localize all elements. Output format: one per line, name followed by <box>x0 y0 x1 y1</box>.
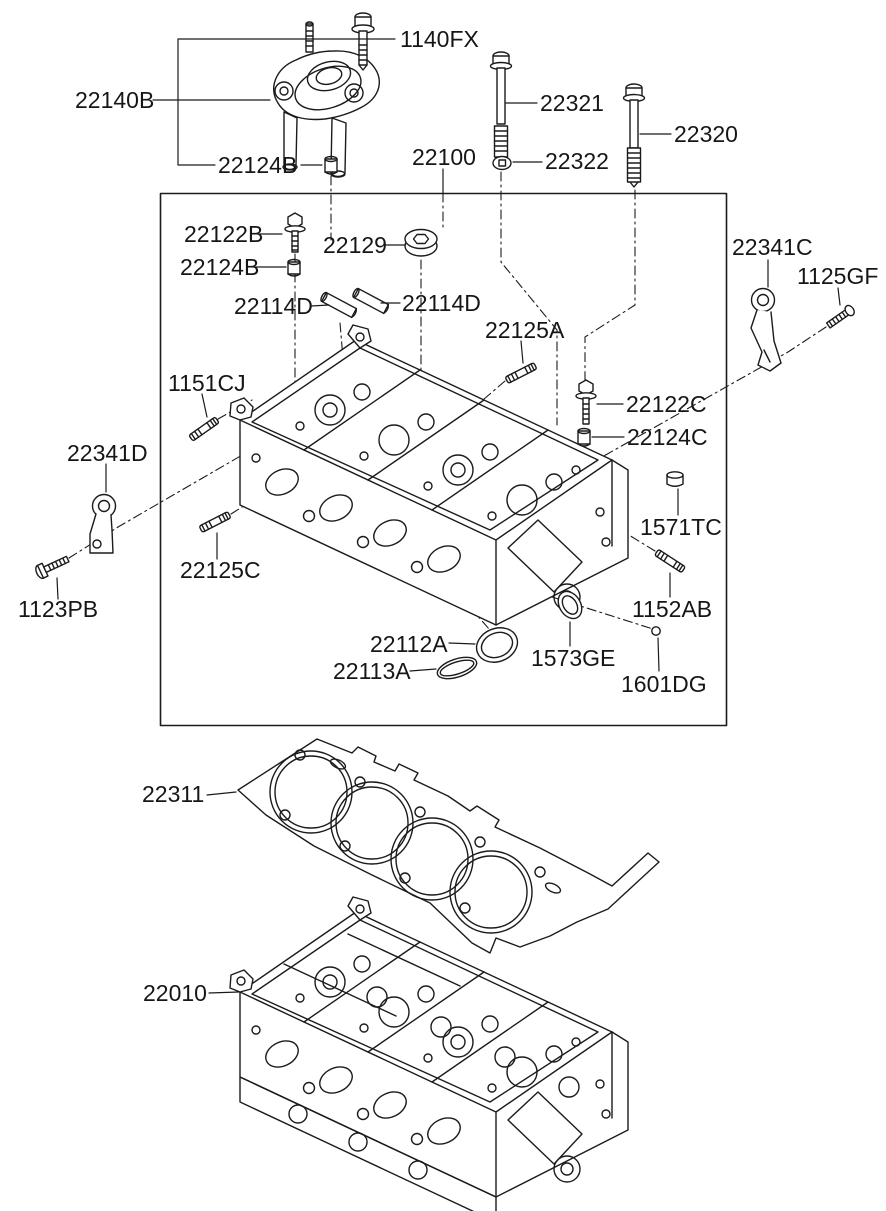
part-label-22124C: 22124C <box>627 424 708 450</box>
part-label-1571TC: 1571TC <box>640 514 722 540</box>
seal-22112A-drawing <box>475 627 519 663</box>
hanger-bracket-22341C-drawing <box>750 287 782 372</box>
part-label-22140B: 22140B <box>75 87 155 113</box>
gasket-22113A-drawing <box>436 656 478 680</box>
part-label-22122B: 22122B <box>184 221 264 247</box>
cylinder-head-assembly-drawing <box>229 324 629 626</box>
dowel-22114D-a-drawing <box>320 291 358 319</box>
seal-1573GE-drawing <box>557 590 583 620</box>
head-gasket-22311-drawing <box>237 738 660 954</box>
part-label-22341C: 22341C <box>732 234 813 260</box>
part-label-22321: 22321 <box>540 90 604 116</box>
sleeve-22124B-drawing <box>287 258 301 277</box>
part-label-22322: 22322 <box>545 148 609 174</box>
plug-1571TC-drawing <box>666 471 684 487</box>
part-label-22320: 22320 <box>674 121 738 147</box>
part-label-1123PB: 1123PB <box>18 596 99 622</box>
sleeve-22124B-top-drawing <box>324 155 338 175</box>
hanger-bracket-22341D-drawing <box>89 493 117 554</box>
part-label-22114D-a: 22114D <box>234 293 313 319</box>
part-label-22125A: 22125A <box>485 317 565 343</box>
dowel-22114D-b-drawing <box>352 287 390 315</box>
part-label-22114D-b: 22114D <box>402 290 481 316</box>
part-label-1140FX: 1140FX <box>400 26 479 52</box>
head-bolt-22320-drawing <box>622 83 646 188</box>
bolt-1140FX-drawing <box>305 12 375 71</box>
part-label-22113A: 22113A <box>333 658 411 684</box>
head-bolt-22321-drawing <box>489 51 513 163</box>
part-label-1152AB: 1152AB <box>632 596 713 622</box>
bolt-22122B-drawing <box>284 212 306 253</box>
part-label-1573GE: 1573GE <box>531 645 616 671</box>
part-label-22122C: 22122C <box>626 391 707 417</box>
screw-1125GF-drawing <box>825 304 855 329</box>
stud-22125C-drawing <box>199 511 231 533</box>
bolt-22122C-drawing <box>575 379 597 425</box>
part-label-22129: 22129 <box>323 232 387 258</box>
stud-1152AB-drawing <box>654 549 686 573</box>
washer-22322-drawing <box>492 155 512 171</box>
part-label-1125GF: 1125GF <box>797 263 879 289</box>
stud-22125A-drawing <box>505 362 537 384</box>
cylinder-head-22010-drawing <box>229 896 629 1211</box>
part-label-1601DG: 1601DG <box>621 671 707 697</box>
part-label-22341D: 22341D <box>67 440 148 466</box>
bolt-1123PB-drawing <box>35 555 70 580</box>
cap-22129-drawing <box>404 228 438 257</box>
stud-1151CJ-drawing <box>188 417 220 441</box>
part-label-22100: 22100 <box>412 144 476 170</box>
part-label-22124B-b: 22124B <box>180 254 260 280</box>
part-label-22125C: 22125C <box>180 557 261 583</box>
part-label-22311: 22311 <box>142 781 205 807</box>
part-label-22010: 22010 <box>143 980 207 1006</box>
leader-lines <box>56 38 841 994</box>
part-label-1151CJ: 1151CJ <box>168 370 246 396</box>
sleeve-22124C-drawing <box>577 427 591 447</box>
ball-1601DG-drawing <box>651 626 661 636</box>
part-label-22112A: 22112A <box>370 631 448 657</box>
part-label-22124B-a: 22124B <box>218 152 298 178</box>
